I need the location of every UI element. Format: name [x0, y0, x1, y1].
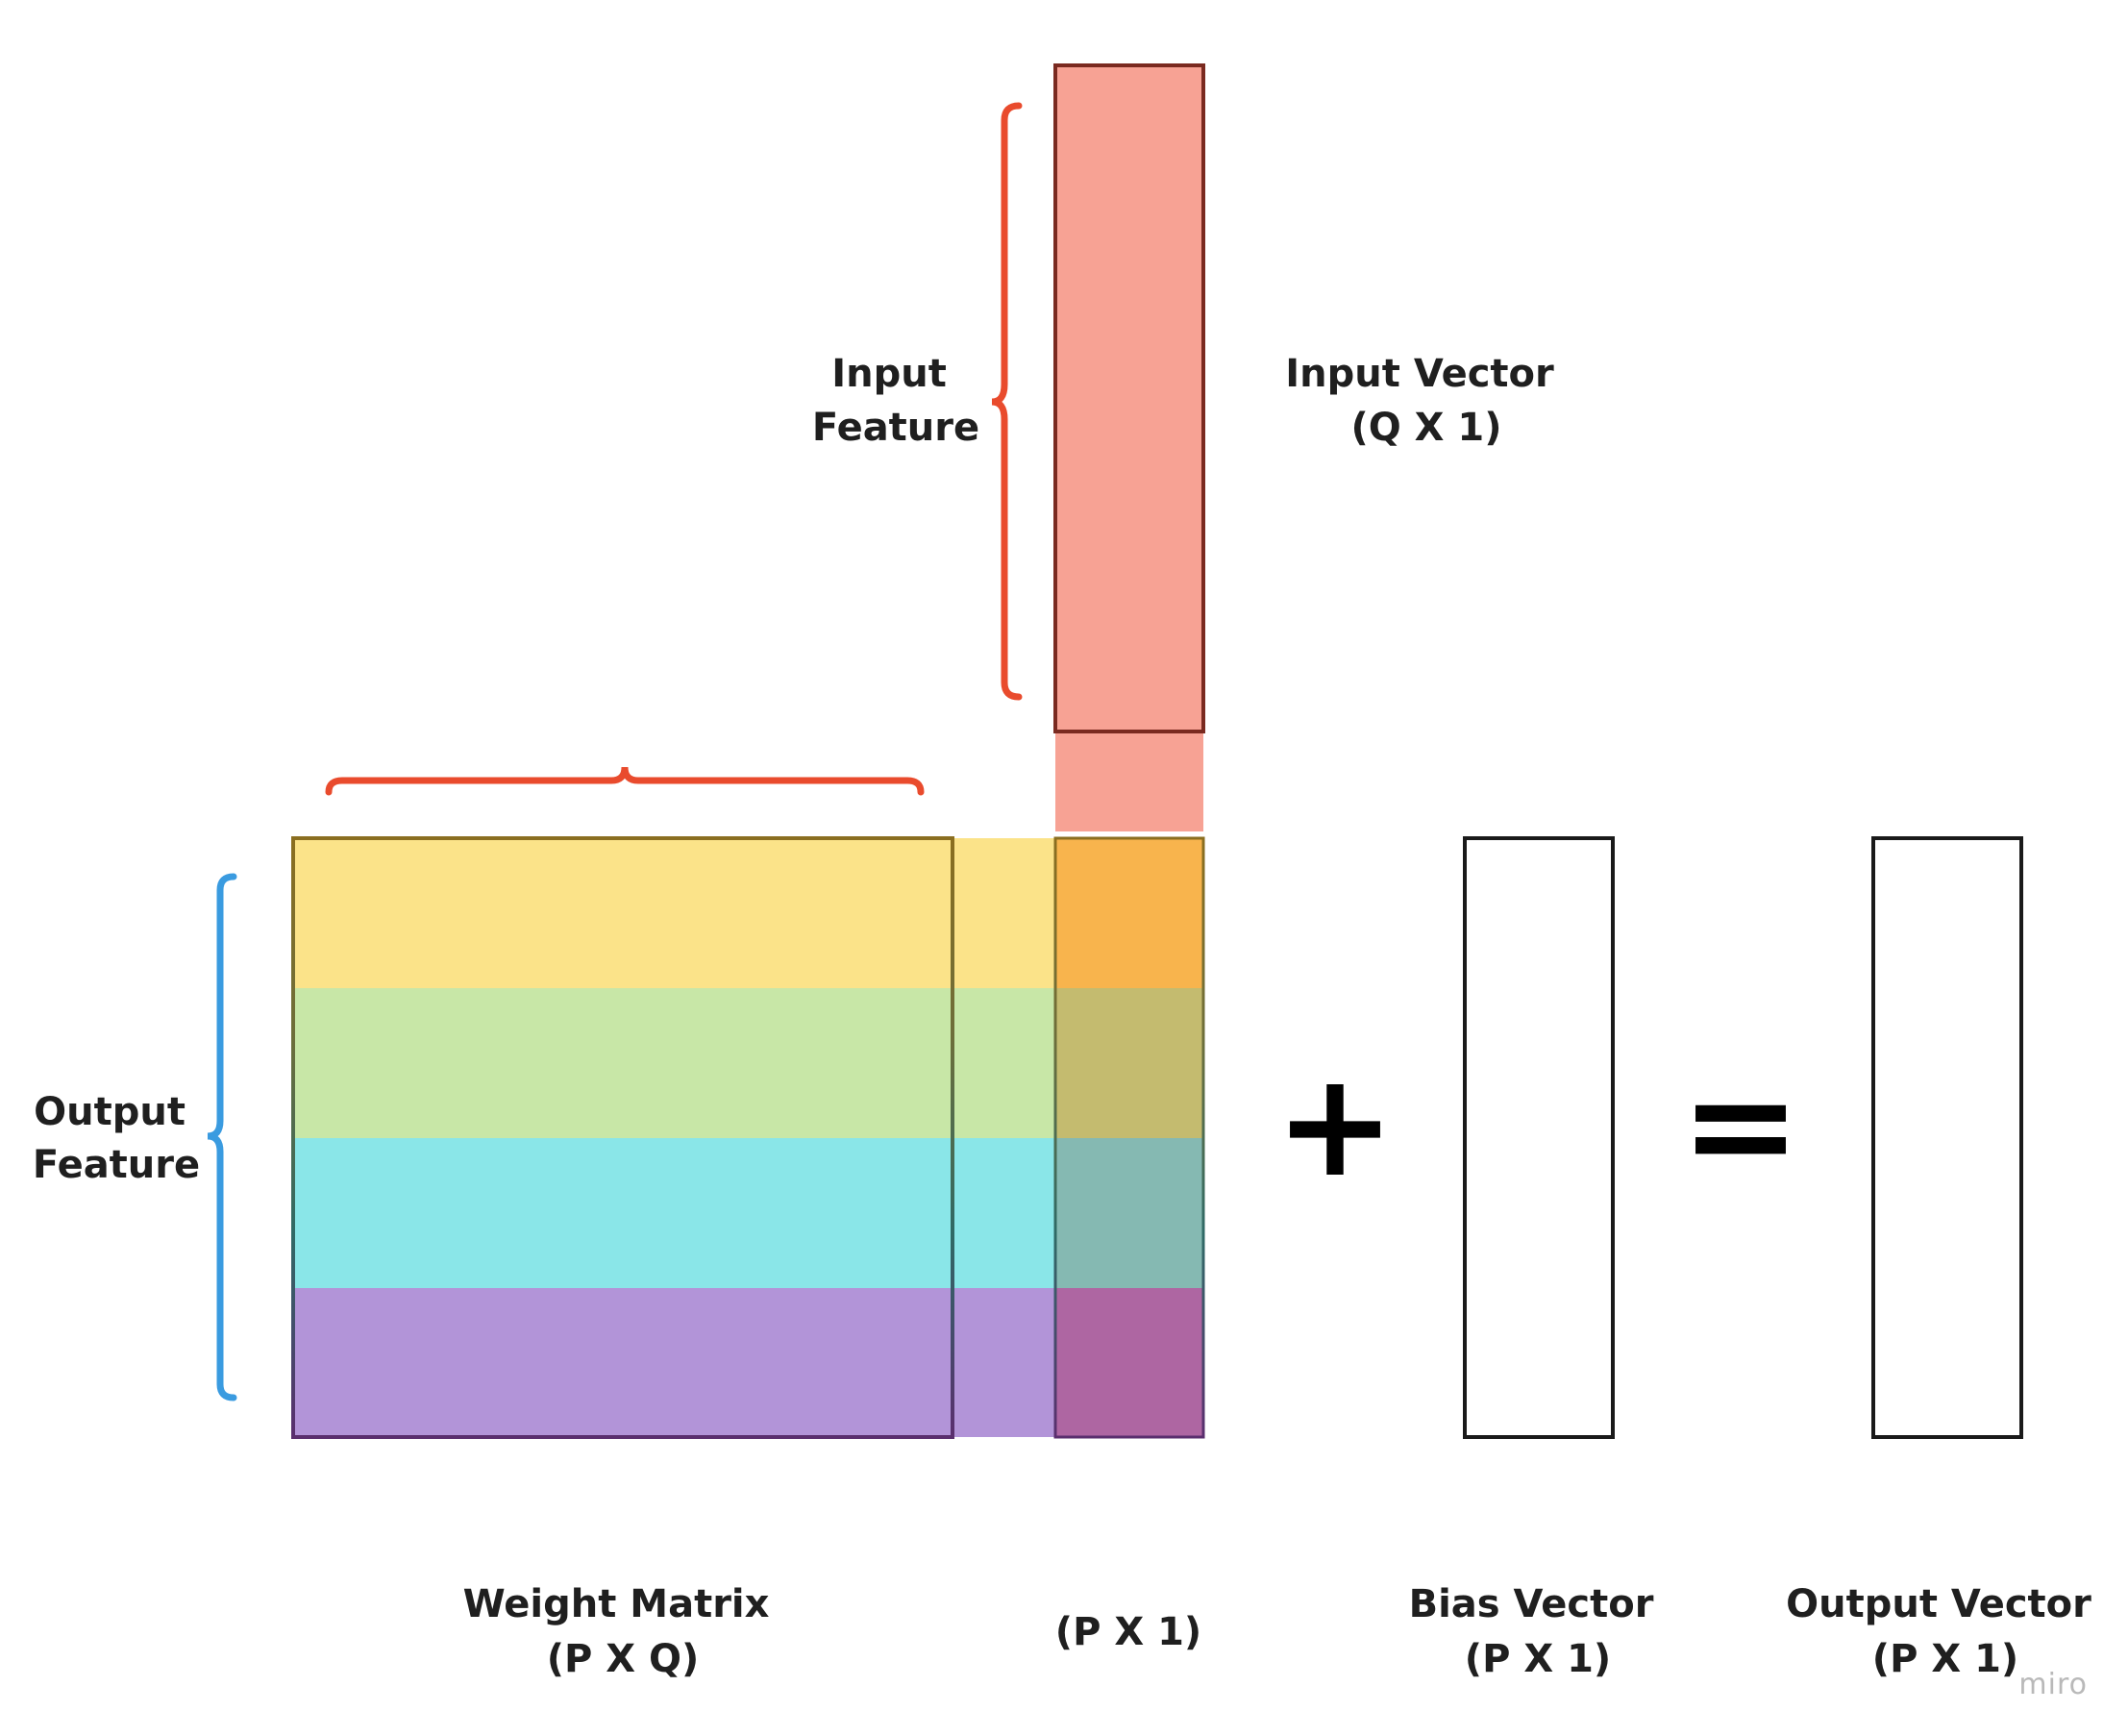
product-vector-label: (P X 1): [1055, 1610, 1201, 1654]
input-feature-label-line-2: Feature: [812, 406, 979, 450]
weight-matrix-label: Weight Matrix (P X Q): [463, 1582, 783, 1681]
input-feature-brace: [991, 102, 1023, 701]
matrix-row-4: [293, 1288, 1204, 1437]
output-vector-label-line-1: Output Vector: [1786, 1582, 2091, 1626]
bias-vector-label: Bias Vector (P X 1): [1409, 1582, 1668, 1681]
matrix-row-3: [293, 1138, 1204, 1288]
input-feature-label: Input Feature: [812, 352, 979, 450]
input-vector-label: Input Vector (Q X 1): [1285, 352, 1567, 450]
product-cell-1: [1055, 838, 1203, 988]
equals-operator: =: [1680, 1042, 1801, 1209]
output-feature-label: Output Feature: [33, 1090, 200, 1187]
weight-matrix-label-line-1: Weight Matrix: [463, 1582, 770, 1626]
output-vector-box: [1871, 836, 2023, 1439]
product-vector-outline: [1053, 836, 1205, 1439]
plus-operator: +: [1274, 1042, 1396, 1209]
product-vector-label-line-1: (P X 1): [1055, 1610, 1201, 1654]
matrix-row-2: [293, 988, 1204, 1138]
output-vector-label-line-2: (P X 1): [1872, 1637, 2018, 1681]
product-cell-3: [1055, 1138, 1203, 1288]
input-feature-label-line-1: Input: [831, 352, 947, 396]
input-vector-label-line-1: Input Vector: [1285, 352, 1554, 396]
weight-matrix-outline: [291, 836, 954, 1439]
weight-matrix-label-line-2: (P X Q): [547, 1637, 700, 1681]
bias-vector-label-line-1: Bias Vector: [1409, 1582, 1654, 1626]
miro-watermark: miro: [2018, 1668, 2088, 1701]
product-cell-4: [1055, 1288, 1203, 1437]
input-vector-label-line-2: (Q X 1): [1350, 406, 1501, 450]
output-feature-label-line-2: Feature: [33, 1143, 200, 1187]
output-feature-label-line-1: Output: [34, 1090, 186, 1134]
output-vector-label: Output Vector (P X 1): [1786, 1582, 2105, 1681]
input-vector: [1053, 63, 1205, 733]
matrix-row-1: [293, 838, 1204, 988]
bias-vector-box: [1463, 836, 1615, 1439]
bias-vector-label-line-2: (P X 1): [1465, 1637, 1611, 1681]
product-cell-2: [1055, 988, 1203, 1138]
output-feature-brace: [207, 873, 237, 1401]
input-feature-width-brace: [325, 766, 925, 796]
